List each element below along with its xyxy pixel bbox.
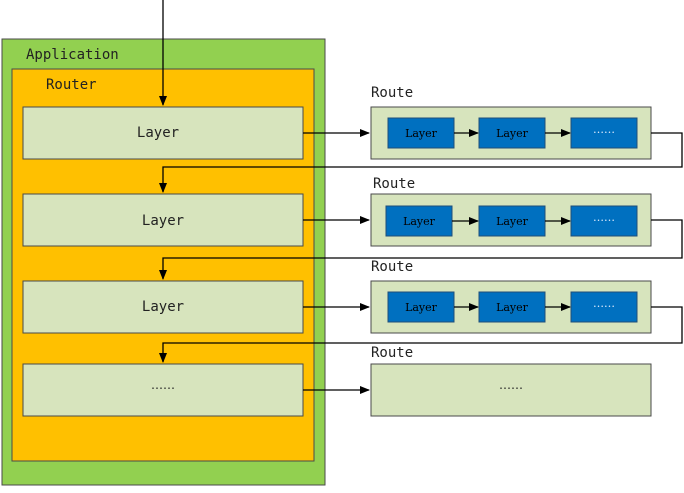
route-1-layer-1-label: Layer (405, 127, 438, 140)
route-1-layer-1-box (387, 117, 455, 149)
route-3-label: Route (371, 259, 413, 275)
route-4-label: Route (371, 345, 413, 361)
router-layer-4-label: …… (151, 378, 175, 392)
router-layer-1-box (22, 106, 304, 160)
route-1-more-label: …… (593, 123, 615, 136)
route-2-more-box (570, 205, 638, 237)
router-layer-2: Layer (22, 193, 304, 247)
route-1-layer-2-box (478, 117, 546, 149)
router-layer-2-label: Layer (142, 213, 184, 229)
route-3-more-label: …… (593, 297, 615, 310)
route-2-label: Route (373, 176, 415, 192)
route-3-layer-1-label: Layer (405, 301, 438, 314)
route-2-layer-1-label: Layer (403, 215, 436, 228)
route-4-box (370, 363, 652, 417)
router-layer-3-box (22, 280, 304, 334)
route-3-layer-2-label: Layer (496, 301, 529, 314)
route-2: Layer Layer …… (370, 193, 652, 247)
route-2-layer-1-box (385, 205, 453, 237)
application-label: Application (26, 47, 119, 63)
router-layer-3: Layer (22, 280, 304, 334)
router-layer-1-label: Layer (137, 125, 179, 141)
route-3-more-box (570, 291, 638, 323)
route-1-next-connector (159, 132, 683, 193)
route-1-label: Route (371, 85, 413, 101)
router-label: Router (46, 77, 97, 93)
route-2-next-connector (159, 219, 683, 280)
router-layer-1: Layer (22, 106, 304, 160)
route-1-layer-2-label: Layer (496, 127, 529, 140)
route-3: Layer Layer …… (370, 280, 652, 334)
route-3-next-connector (159, 306, 683, 363)
route-1: Layer Layer …… (370, 106, 652, 160)
route-4: …… (370, 363, 652, 417)
route-2-more-label: …… (593, 211, 615, 224)
route-2-layer-2-label: Layer (496, 215, 529, 228)
router-layer-3-label: Layer (142, 299, 184, 315)
router-layer-4: …… (22, 363, 304, 417)
route-1-more-box (570, 117, 638, 149)
router-layer-2-box (22, 193, 304, 247)
route-4-content-label: …… (499, 378, 523, 392)
router-layer-4-box (22, 363, 304, 417)
